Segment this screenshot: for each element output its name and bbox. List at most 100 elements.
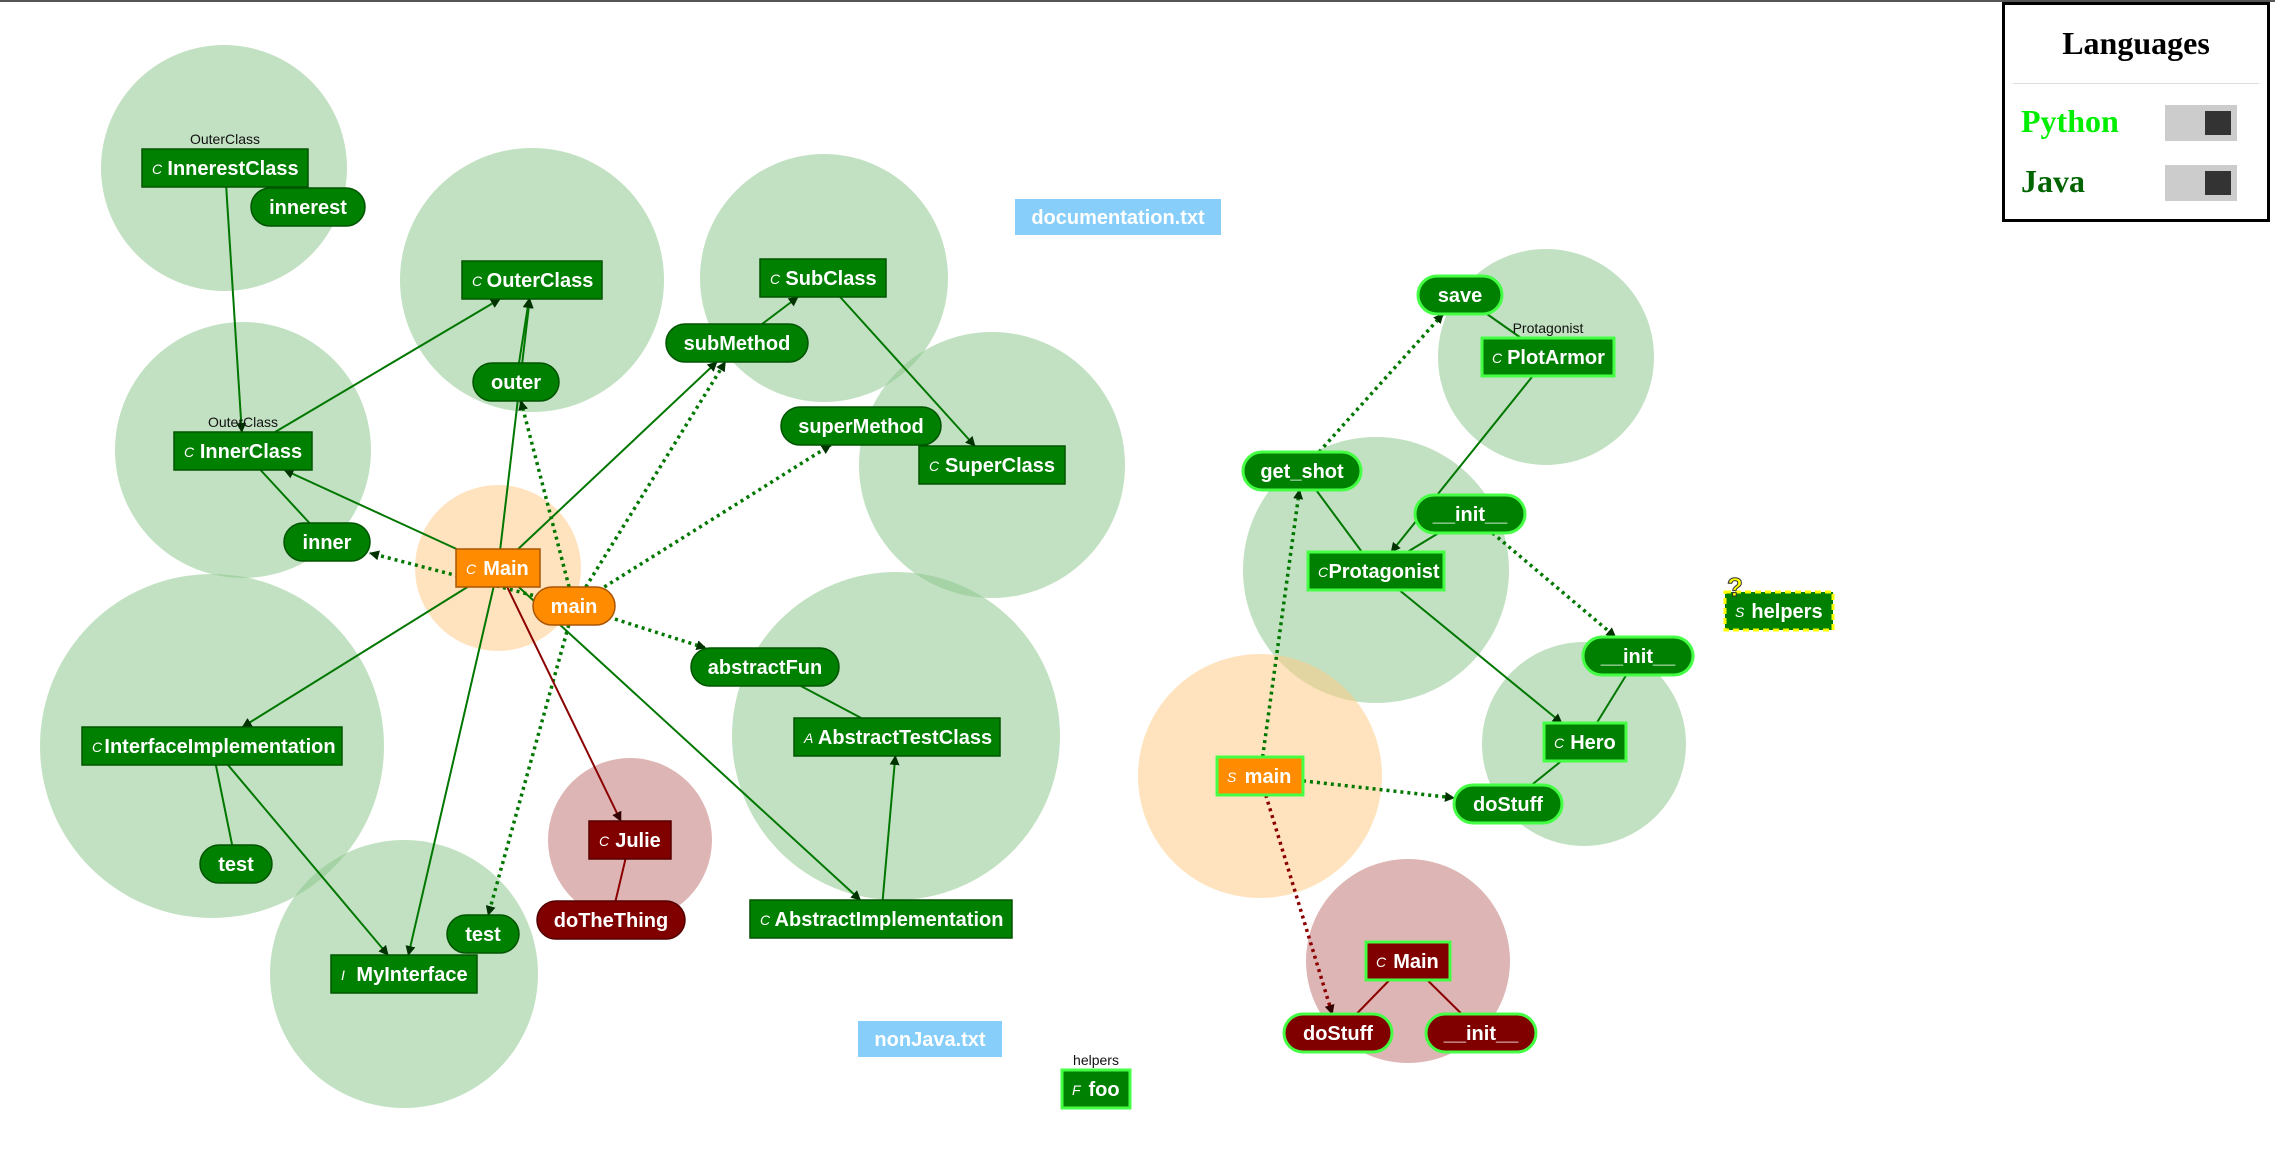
graph-edges (214, 186, 1628, 1015)
node-label: MyInterface (356, 964, 467, 986)
node-sub-class[interactable]: C SubClass (759, 258, 887, 298)
node-plot-armor[interactable]: Protagonist C PlotArmor (1480, 320, 1616, 378)
node-box (1416, 274, 1504, 316)
node-box (793, 717, 1001, 757)
node-foo[interactable]: helpers F foo (1060, 1052, 1132, 1110)
edge-MainJ-to-InterfaceImplementation (241, 586, 469, 728)
edge-AbstractImplementation-to-AbstractTestClass (881, 755, 900, 901)
edge-MainP-to-doStuff2 (1355, 979, 1391, 1015)
node-box (918, 445, 1066, 485)
node-test-2[interactable]: test (446, 914, 520, 954)
node-box (1060, 1068, 1132, 1110)
edge-outer-to-OuterClass (517, 298, 533, 364)
node-inner[interactable]: inner (283, 522, 371, 562)
node-init-2[interactable]: __init__ (1581, 635, 1695, 677)
node-main-script-python[interactable]: S main (1215, 755, 1305, 797)
node-box (1424, 1012, 1538, 1054)
node-do-the-thing[interactable]: doTheThing (536, 900, 686, 940)
kind-glyph: C (1554, 735, 1565, 751)
node-box (749, 899, 1013, 939)
node-julie[interactable]: C Julie (588, 820, 672, 860)
node-documentation-file[interactable]: documentation.txt (1015, 199, 1221, 235)
node-my-interface[interactable]: I MyInterface (330, 954, 478, 994)
node-hero[interactable]: C Hero (1542, 721, 1628, 763)
java-toggle[interactable] (2165, 165, 2237, 201)
node-sub-method[interactable]: subMethod (665, 323, 809, 363)
legend-row-java: Java (2021, 163, 2085, 200)
graph-nodes[interactable]: OuterClass C InnerestClass innerest C Ou… (81, 131, 1835, 1110)
node-do-stuff-2[interactable]: doStuff (1282, 1012, 1394, 1054)
legend-label-java: Java (2021, 163, 2085, 199)
toggle-knob (2205, 171, 2231, 195)
node-label: test (218, 854, 254, 876)
node-outer[interactable]: outer (472, 362, 560, 402)
edge-InterfaceImplementation-to-test1 (214, 764, 234, 846)
node-innerest[interactable]: innerest (250, 187, 366, 227)
node-label: save (1438, 285, 1483, 307)
kind-glyph: A (803, 730, 813, 746)
node-label: get_shot (1260, 461, 1344, 483)
node-box (199, 844, 273, 884)
kind-glyph: S (1227, 769, 1237, 785)
edge-MainJ-to-Julie (506, 586, 622, 822)
node-label: main (1245, 766, 1292, 788)
node-label: Julie (615, 830, 661, 852)
edge-subMethod-to-SubClass (761, 296, 799, 325)
node-super-method[interactable]: superMethod (780, 406, 942, 446)
node-protagonist[interactable]: C Protagonist (1306, 550, 1446, 592)
node-label: OuterClass (487, 270, 594, 292)
node-label: AbstractImplementation (775, 909, 1004, 931)
node-interface-implementation[interactable]: C InterfaceImplementation (81, 726, 343, 766)
node-innerest-class[interactable]: OuterClass C InnerestClass (141, 131, 309, 188)
node-box (1364, 940, 1452, 982)
python-toggle[interactable] (2165, 105, 2237, 141)
kind-glyph: C (152, 161, 163, 177)
kind-glyph: I (341, 967, 345, 983)
node-super-class[interactable]: C SuperClass (918, 445, 1066, 485)
node-label: documentation.txt (1031, 207, 1205, 229)
edge-Protagonist-to-get_shot (1315, 489, 1363, 553)
node-box (455, 548, 541, 588)
node-label: doTheThing (554, 910, 668, 932)
node-box (1542, 721, 1628, 763)
context-label: Protagonist (1513, 320, 1584, 336)
node-do-stuff-1[interactable]: doStuff (1452, 783, 1564, 825)
node-test-1[interactable]: test (199, 844, 273, 884)
node-label: foo (1088, 1079, 1119, 1101)
edge-SubClass-to-SuperClass (839, 296, 976, 447)
node-label: main (551, 596, 598, 618)
edge-mainP-to-doStuff1 (1302, 779, 1455, 802)
kind-glyph: C (1376, 954, 1387, 970)
edge-init1-to-init2 (1491, 531, 1617, 639)
node-main-method-java[interactable]: main (532, 586, 616, 626)
node-box (173, 431, 313, 471)
node-box (1241, 450, 1363, 492)
node-label: doStuff (1303, 1023, 1373, 1045)
edge-Protagonist-to-Hero (1398, 589, 1563, 724)
node-label: PlotArmor (1507, 347, 1605, 369)
node-label: InterfaceImplementation (104, 736, 335, 758)
context-label: helpers (1073, 1052, 1119, 1068)
node-main-class-python[interactable]: C Main (1364, 940, 1452, 982)
node-box (780, 406, 942, 446)
unknown-marker: ? (1727, 572, 1743, 602)
kind-glyph: C (472, 273, 483, 289)
node-get-shot[interactable]: get_shot (1241, 450, 1363, 492)
node-inner-class[interactable]: OuterClass C InnerClass (173, 414, 313, 471)
node-init-1[interactable]: __init__ (1413, 493, 1527, 535)
node-init-3[interactable]: __init__ (1424, 1012, 1538, 1054)
edge-abstractFun-to-AbstractTestClass (800, 685, 862, 719)
node-helpers[interactable]: S helpers ? (1723, 572, 1835, 632)
edge-mainJ-to-abstractFun (614, 617, 707, 651)
node-abstract-implementation[interactable]: C AbstractImplementation (749, 899, 1013, 939)
node-abstract-test-class[interactable]: A AbstractTestClass (793, 717, 1001, 757)
node-non-java-file[interactable]: nonJava.txt (858, 1021, 1002, 1057)
node-abstract-fun[interactable]: abstractFun (690, 647, 840, 687)
node-outer-class[interactable]: C OuterClass (461, 260, 603, 300)
node-main-class-java[interactable]: C Main (455, 548, 541, 588)
node-label: Hero (1570, 732, 1616, 754)
node-box (665, 323, 809, 363)
node-save[interactable]: save (1416, 274, 1504, 316)
